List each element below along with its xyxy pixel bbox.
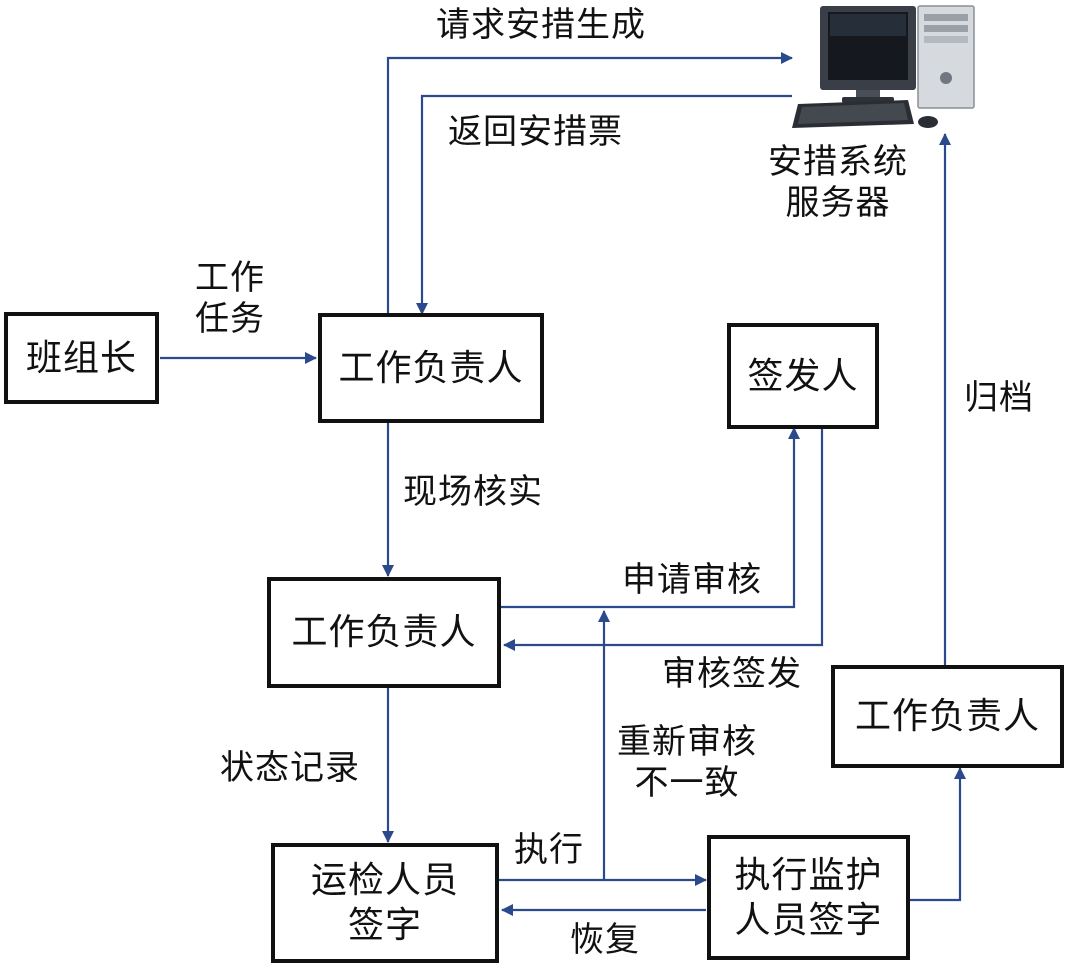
exec-supervisor-sign-box[interactable]: 执行监护 人员签字	[707, 835, 910, 960]
label-archive: 归档	[964, 378, 1034, 418]
maintenance-sign-box[interactable]: 运检人员 签字	[271, 843, 499, 963]
label-review-issue: 审核签发	[662, 654, 802, 694]
label-apply-review: 申请审核	[622, 560, 762, 600]
label-restore: 恢复	[570, 920, 640, 960]
arrow-to-right-leader	[910, 767, 966, 902]
issuer-box[interactable]: 签发人	[727, 323, 879, 429]
server-computer-icon	[792, 5, 975, 128]
work-leader-box-right[interactable]: 工作负责人	[831, 665, 1064, 768]
label-request-generate: 请求安措生成	[436, 5, 646, 45]
arrow-apply-review	[500, 427, 800, 609]
label-execute: 执行	[514, 830, 584, 870]
arrow-return-ticket	[416, 94, 792, 315]
label-return-ticket: 返回安措票	[448, 112, 623, 152]
arrow-request-generate	[386, 52, 793, 316]
server-caption: 安措系统 服务器	[768, 142, 908, 223]
label-status-record: 状态记录	[220, 748, 360, 788]
label-site-verify: 现场核实	[403, 472, 543, 512]
label-work-task: 工作 任务	[195, 258, 265, 339]
team-leader-box[interactable]: 班组长	[4, 312, 159, 404]
arrow-review-issue	[503, 428, 824, 651]
work-leader-box-top[interactable]: 工作负责人	[318, 313, 544, 423]
label-recheck-mismatch: 重新审核 不一致	[617, 722, 757, 803]
work-leader-box-middle[interactable]: 工作负责人	[267, 577, 501, 688]
